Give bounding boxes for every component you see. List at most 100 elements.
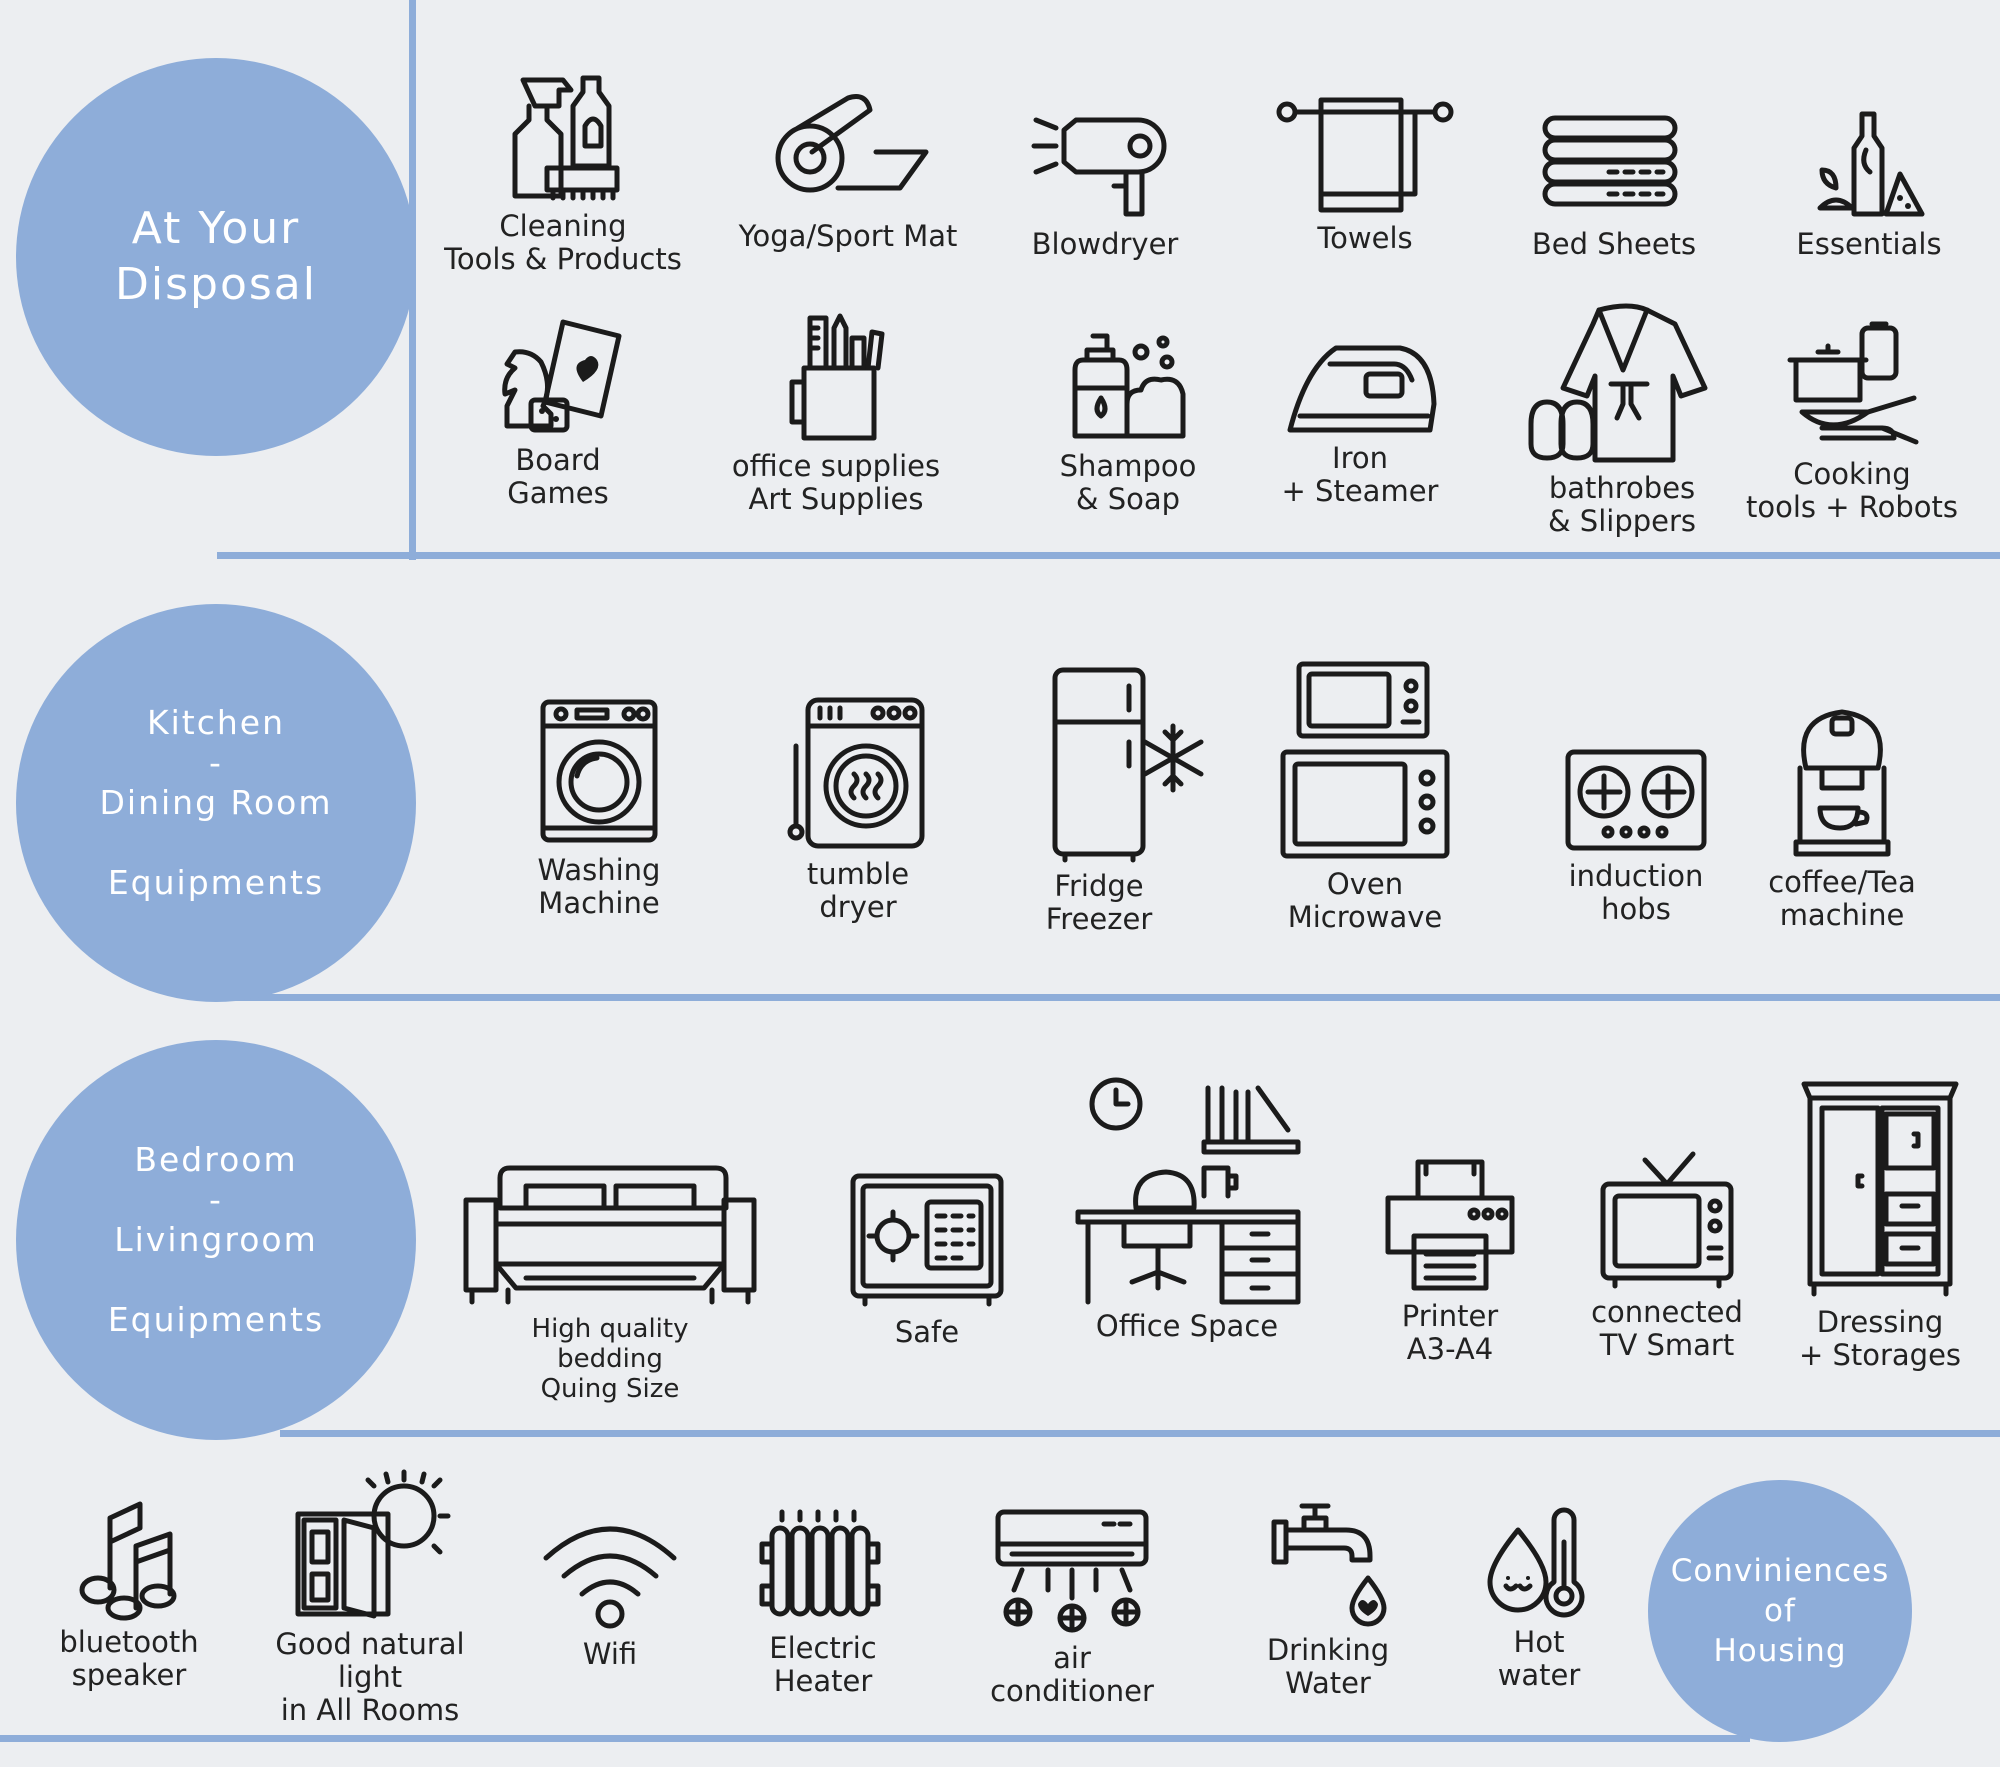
furniture-label: High quality bedding Quing Size: [531, 1314, 689, 1404]
sofa-bed-icon: [463, 1165, 757, 1305]
amenity-label: bathrobes & Slippers: [1547, 471, 1697, 538]
section-title: At Your Disposal: [115, 203, 317, 310]
amenity-label: Board Games: [507, 443, 609, 510]
convenience-air-conditioner: air conditioner: [942, 1508, 1202, 1708]
section-title: Bedroom - Livingroom Equipments: [107, 1140, 325, 1339]
tumble-dryer-icon: [787, 697, 925, 849]
music-notes-icon: [79, 1501, 177, 1621]
furniture-label: Safe: [894, 1315, 960, 1349]
wifi-icon: [543, 1526, 677, 1629]
fridge-freezer-icon: [1052, 667, 1204, 863]
appliance-label: coffee/Tea machine: [1768, 865, 1916, 932]
amenity-label: Towels: [1317, 221, 1413, 255]
essentials-icon: [1817, 111, 1925, 217]
convenience-label: Electric Heater: [769, 1631, 877, 1698]
radiator-icon: [759, 1509, 881, 1617]
furniture-label: Office Space: [1095, 1309, 1279, 1343]
office-desk-icon: [1075, 1077, 1301, 1305]
convenience-drinking-water: Drinking Water: [1198, 1500, 1458, 1700]
amenity-blowdryer: Blowdryer: [975, 100, 1235, 261]
convenience-hot-water: Hot water: [1409, 1507, 1669, 1692]
amenity-label: Yoga/Sport Mat: [738, 219, 958, 253]
appliance-fridge-freezer: Fridge Freezer: [969, 666, 1229, 936]
amenity-board-games: Board Games: [428, 316, 688, 510]
furniture-office-space: Office Space: [1057, 1077, 1317, 1343]
furniture-label: Printer A3-A4: [1401, 1299, 1499, 1366]
amenity-bathrobes: bathrobes & Slippers: [1492, 303, 1752, 538]
amenity-label: Cooking tools + Robots: [1746, 457, 1958, 524]
air-conditioner-icon: [995, 1509, 1149, 1633]
amenity-label: Essentials: [1796, 227, 1942, 261]
blowdryer-icon: [1031, 117, 1167, 217]
appliance-oven-microwave: Oven Microwave: [1235, 660, 1495, 934]
appliance-washing-machine: Washing Machine: [469, 696, 729, 920]
coffee-machine-icon: [1793, 709, 1891, 857]
hot-water-icon: [1487, 1507, 1585, 1618]
amenity-label: Bed Sheets: [1531, 227, 1697, 261]
section-badge-disposal: At Your Disposal: [16, 58, 416, 456]
appliance-label: Fridge Freezer: [1045, 869, 1153, 936]
office-supplies-icon: [789, 313, 885, 441]
amenity-office-supplies: office supplies Art Supplies: [706, 312, 966, 516]
amenity-cooking-tools: Cooking tools + Robots: [1722, 320, 1982, 524]
appliance-label: Oven Microwave: [1287, 867, 1443, 934]
washing-machine-icon: [540, 699, 658, 843]
furniture-label: connected TV Smart: [1591, 1295, 1743, 1362]
convenience-label: Wifi: [582, 1637, 638, 1671]
amenity-iron-steamer: Iron + Steamer: [1230, 344, 1490, 508]
amenity-bed-sheets: Bed Sheets: [1484, 110, 1744, 261]
iron-icon: [1287, 345, 1437, 433]
amenity-label: office supplies Art Supplies: [731, 449, 941, 516]
convenience-wifi: Wifi: [480, 1520, 740, 1671]
appliance-tumble-dryer: tumble dryer: [728, 696, 988, 924]
cooking-tools-icon: [1787, 321, 1919, 445]
convenience-label: air conditioner: [990, 1641, 1154, 1708]
convenience-label: Hot water: [1497, 1625, 1581, 1692]
convenience-label: bluetooth speaker: [59, 1625, 199, 1692]
tv-icon: [1600, 1151, 1734, 1289]
amenity-towels: Towels: [1235, 94, 1495, 255]
induction-hob-icon: [1565, 749, 1707, 851]
appliance-label: induction hobs: [1568, 859, 1704, 926]
safe-icon: [850, 1173, 1004, 1307]
cleaning-products-icon: [512, 75, 620, 201]
section-badge-conveniences: Conviniences of Housing: [1648, 1480, 1912, 1742]
board-games-icon: [502, 319, 622, 433]
section-badge-kitchen: Kitchen - Dining Room Equipments: [16, 604, 416, 1002]
amenity-label: Iron + Steamer: [1281, 441, 1439, 508]
section-title: Kitchen - Dining Room Equipments: [99, 703, 333, 902]
section-badge-bedroom: Bedroom - Livingroom Equipments: [16, 1040, 416, 1440]
appliance-label: tumble dryer: [806, 857, 910, 924]
amenity-label: Blowdryer: [1031, 227, 1179, 261]
appliance-coffee-machine: coffee/Tea machine: [1712, 708, 1972, 932]
divider-line-1: [217, 552, 2000, 559]
yoga-mat-icon: [775, 94, 929, 193]
divider-line-3: [280, 1430, 2000, 1437]
furniture-label: Dressing + Storages: [1798, 1305, 1962, 1372]
bathrobe-icon: [1528, 303, 1708, 463]
oven-microwave-icon: [1280, 661, 1450, 859]
amenity-yoga-mat: Yoga/Sport Mat: [718, 92, 978, 253]
furniture-smart-tv: connected TV Smart: [1537, 1151, 1797, 1362]
appliance-label: Washing Machine: [537, 853, 661, 920]
wardrobe-icon: [1801, 1081, 1959, 1297]
divider-line-4: [0, 1735, 1750, 1742]
convenience-natural-light: Good natural light in All Rooms: [240, 1469, 500, 1727]
window-sun-icon: [295, 1469, 451, 1619]
bed-sheets-icon: [1542, 115, 1678, 207]
appliance-induction-hob: induction hobs: [1506, 748, 1766, 926]
section-title: Conviniences of Housing: [1670, 1553, 1890, 1669]
furniture-printer: Printer A3-A4: [1320, 1158, 1580, 1366]
furniture-safe: Safe: [797, 1172, 1057, 1349]
amenity-essentials: Essentials: [1739, 110, 1999, 261]
furniture-sofa-bed: High quality bedding Quing Size: [463, 1160, 757, 1404]
amenity-label: Cleaning Tools & Products: [444, 209, 682, 276]
shampoo-soap-icon: [1072, 333, 1186, 439]
printer-icon: [1385, 1159, 1515, 1291]
divider-line-2: [220, 994, 2000, 1001]
towel-icon: [1276, 97, 1454, 213]
furniture-wardrobe: Dressing + Storages: [1750, 1080, 2000, 1372]
convenience-speaker: bluetooth speaker: [0, 1498, 259, 1692]
amenity-shampoo-soap: Shampoo & Soap: [998, 332, 1258, 516]
amenity-label: Shampoo & Soap: [1059, 449, 1197, 516]
